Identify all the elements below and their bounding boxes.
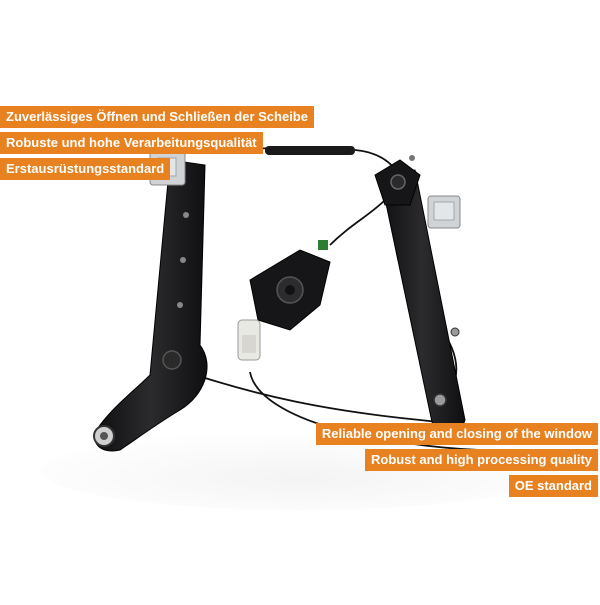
carrier-slider [237,240,331,361]
badge-robust-en: Robust and high processing quality [364,449,598,471]
cable-sleeve [265,146,355,155]
badge-reliable-en: Reliable opening and closing of the wind… [315,423,598,445]
cable-connector [318,240,328,250]
badge-oe-standard-en: OE standard [508,475,598,497]
badge-oe-standard-de: Erstausrüstungsstandard [0,158,171,180]
badge-reliable-de: Zuverlässiges Öffnen und Schließen der S… [0,106,314,128]
badge-robust-de: Robuste und hohe Verarbeitungsqualität [0,132,263,154]
left-rail [93,149,208,452]
right-rail [374,155,466,431]
